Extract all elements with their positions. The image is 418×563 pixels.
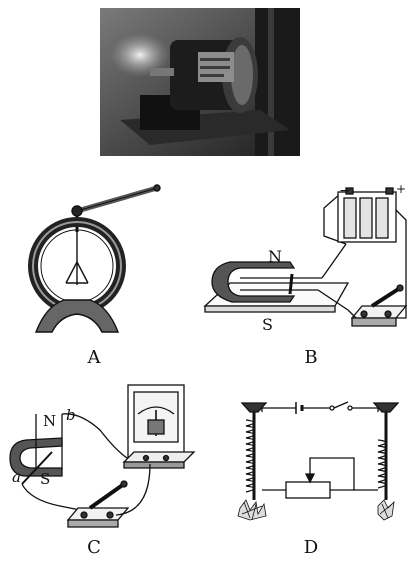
iron-filings-left — [237, 499, 267, 521]
panel-letter-b: B — [304, 347, 318, 368]
coil-right — [377, 439, 387, 489]
panel-b-rails-apparatus — [203, 187, 408, 327]
panel-c-galvanometer-apparatus — [9, 384, 196, 528]
panel-a-ring-apparatus — [28, 184, 161, 333]
panel-c-label-b: b — [66, 406, 76, 424]
panel-c-label-a: a — [12, 468, 21, 486]
coil-left — [245, 419, 255, 493]
panel-letter-d: D — [303, 537, 319, 558]
panel-d-electromagnets-circuit — [237, 401, 400, 521]
photo-motor — [100, 8, 300, 156]
panel-b-label-s: S — [262, 315, 273, 334]
panel-b-battery-plus: + — [396, 182, 406, 196]
panel-c-label-n: N — [43, 412, 56, 430]
panel-b-label-n: N — [268, 247, 282, 266]
panel-letter-a: A — [87, 347, 101, 368]
iron-filings-right — [377, 499, 395, 521]
panel-c-label-s: S — [40, 470, 50, 488]
panel-letter-c: C — [87, 537, 101, 558]
panel-b-battery-minus: − — [339, 183, 351, 199]
